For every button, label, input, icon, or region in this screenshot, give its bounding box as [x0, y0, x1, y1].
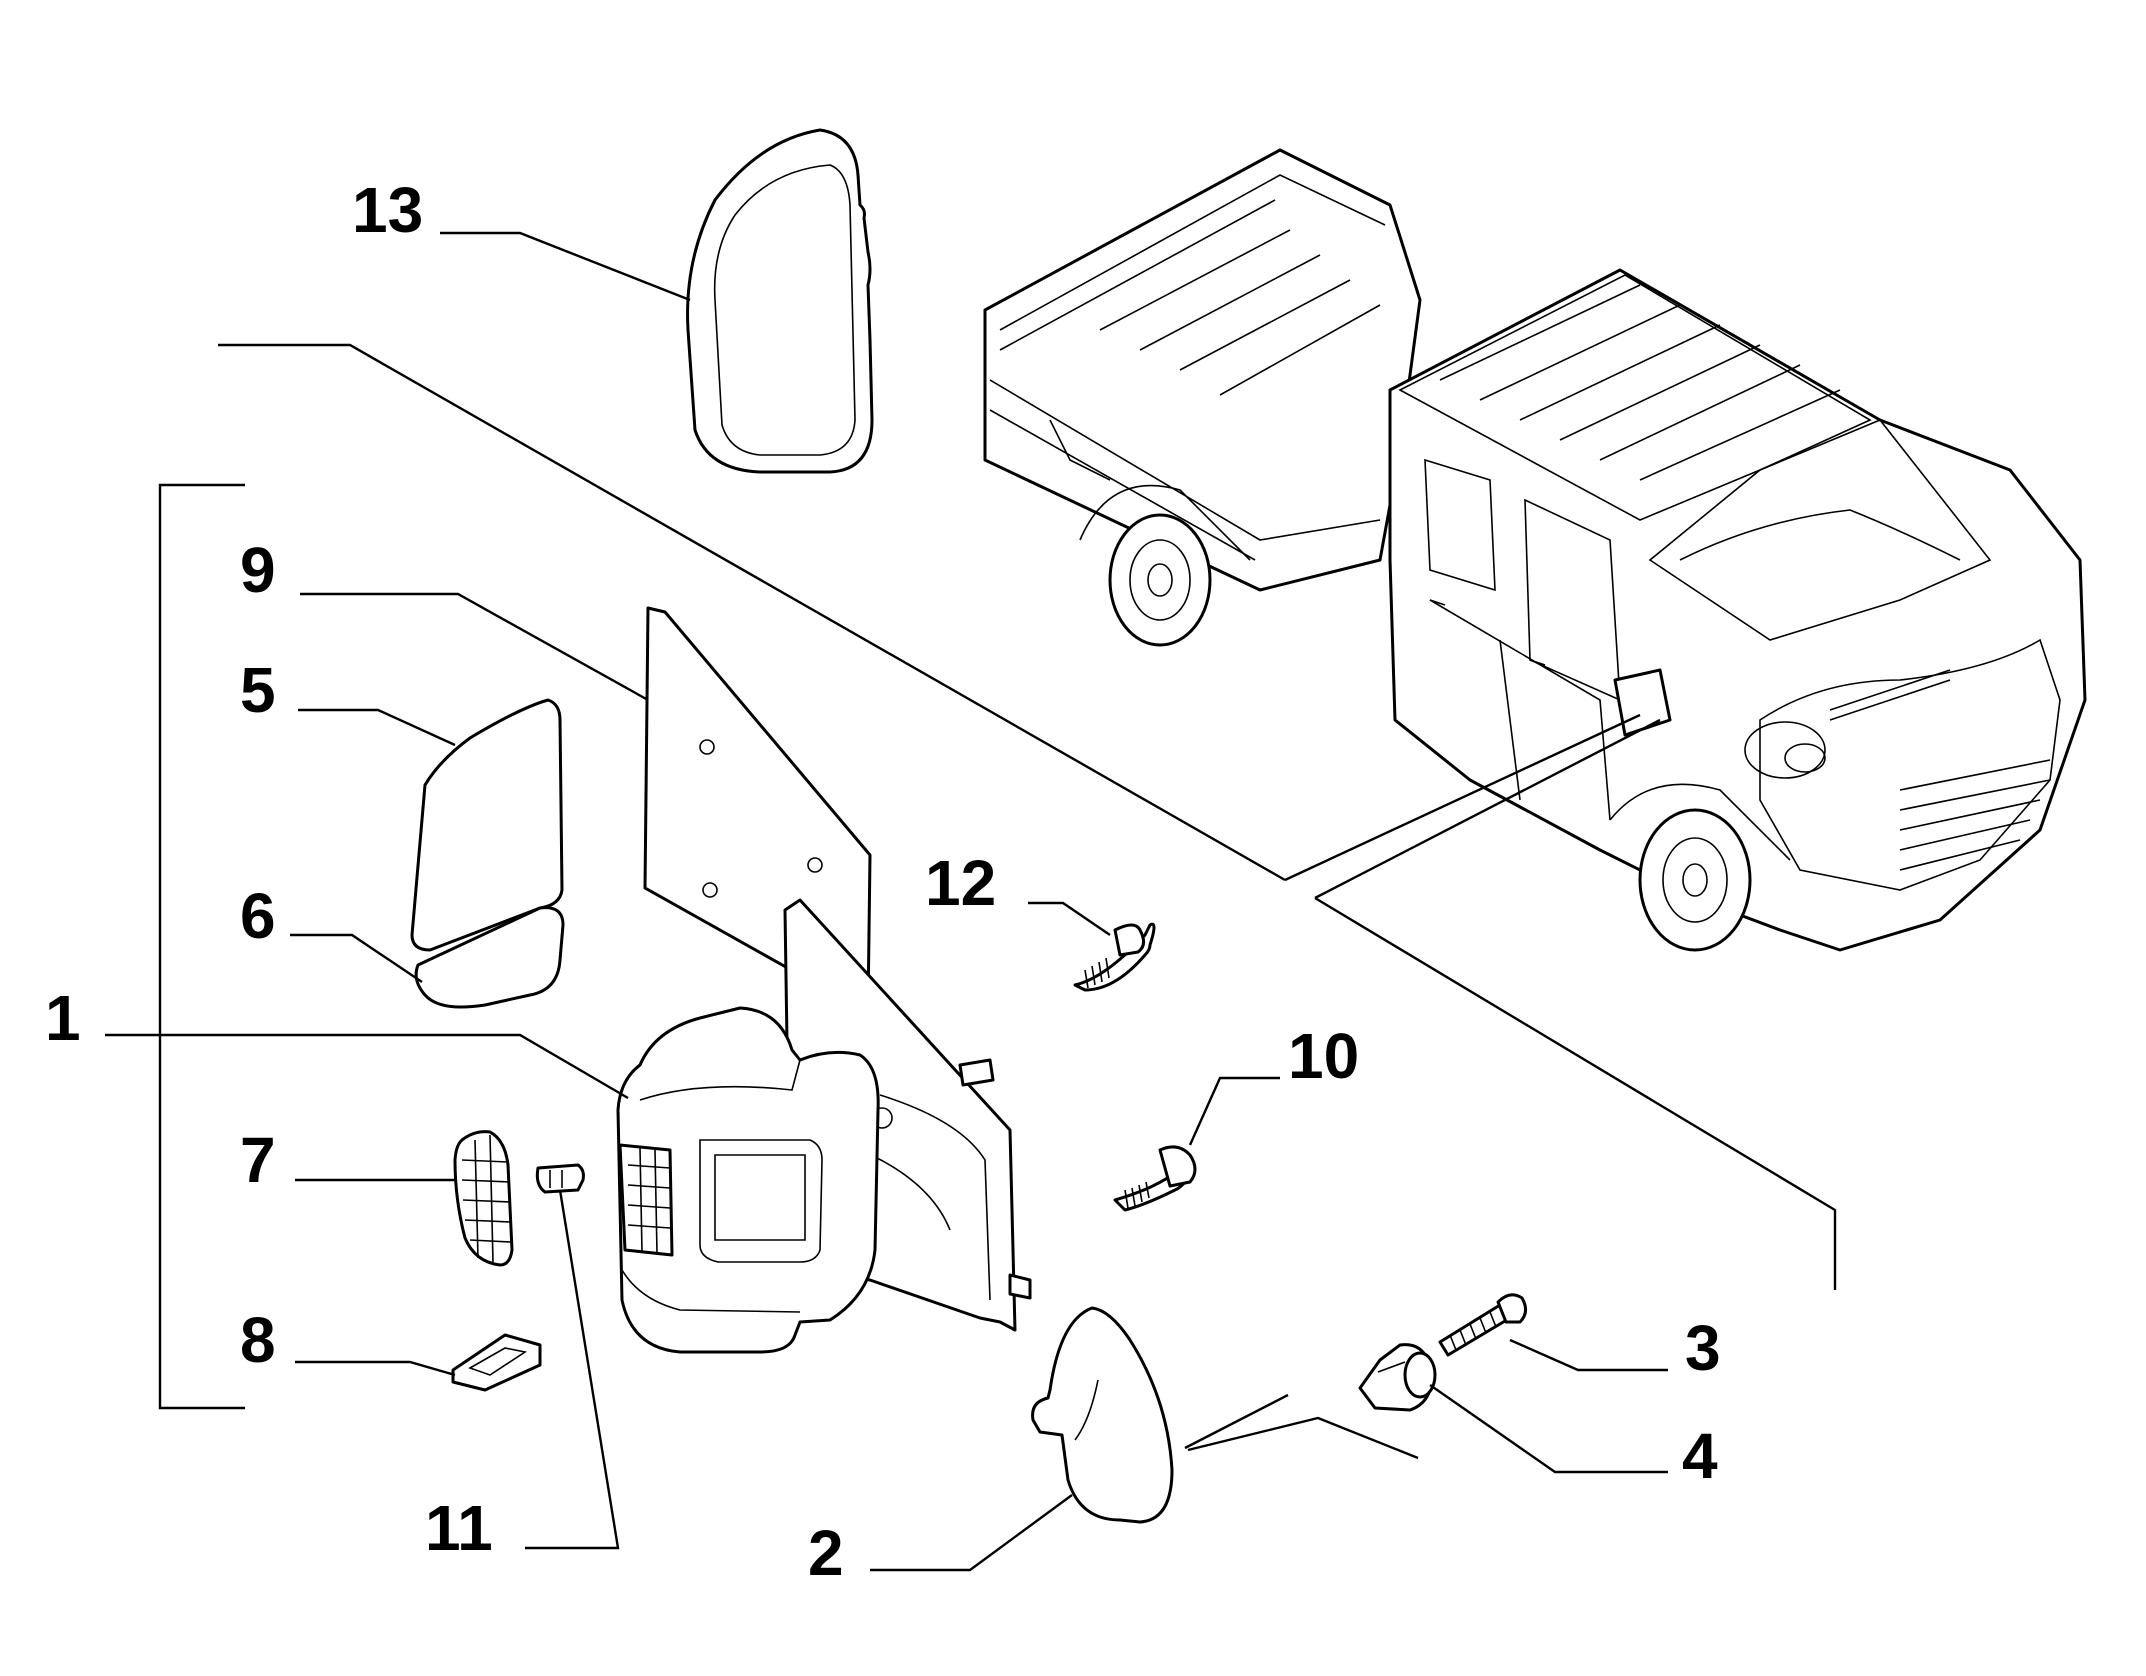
leader-2 — [870, 1494, 1073, 1572]
part-6-lower-mirror-glass — [414, 906, 565, 1009]
callout-2: 2 — [808, 1517, 844, 1589]
leader-9 — [300, 592, 649, 702]
leader-11 — [525, 1189, 620, 1550]
group-bracket — [158, 483, 245, 1410]
callout-3: 3 — [1685, 1312, 1721, 1384]
leader-10 — [1188, 1076, 1280, 1146]
callout-6: 6 — [240, 880, 276, 952]
leader-8 — [295, 1360, 456, 1377]
leader-3 — [1509, 1338, 1668, 1372]
callout-13: 13 — [352, 174, 423, 246]
callout-12: 12 — [925, 847, 996, 919]
fastener-pointer-line — [1184, 1393, 1419, 1460]
group-outline-top — [218, 343, 1286, 882]
callout-7: 7 — [240, 1124, 276, 1196]
leader-6 — [290, 933, 423, 983]
leader-4 — [1429, 1384, 1668, 1474]
callout-11: 11 — [425, 1492, 493, 1564]
callout-8: 8 — [240, 1304, 276, 1376]
part-13-mirror-cover — [686, 128, 874, 474]
group-outline-right — [1314, 896, 1837, 1290]
leader-13 — [440, 231, 691, 302]
part-11-bulb — [535, 1163, 585, 1194]
callout-10: 10 — [1288, 1020, 1359, 1092]
callout-1: 1 — [45, 982, 81, 1054]
part-5-mirror-glass — [410, 698, 564, 952]
part-1-mirror-housing — [616, 898, 1032, 1354]
callout-4: 4 — [1682, 1420, 1718, 1492]
leader-12 — [1028, 901, 1111, 936]
part-7-indicator-lens — [453, 1130, 514, 1267]
truck-illustration — [983, 148, 2087, 952]
callout-9: 9 — [240, 534, 276, 606]
part-8-clip — [451, 1333, 542, 1392]
part-4-nut-clip — [1358, 1343, 1437, 1412]
callout-5: 5 — [240, 654, 276, 726]
leader-5 — [298, 708, 456, 747]
part-2-cover-cap — [1031, 1306, 1174, 1524]
part-3-screw — [1438, 1293, 1527, 1357]
leader-1 — [105, 1033, 629, 1100]
part-10-bolt — [1113, 1145, 1197, 1212]
part-12-bolt — [1073, 922, 1156, 992]
mirror-pointer-line — [1284, 713, 1661, 900]
